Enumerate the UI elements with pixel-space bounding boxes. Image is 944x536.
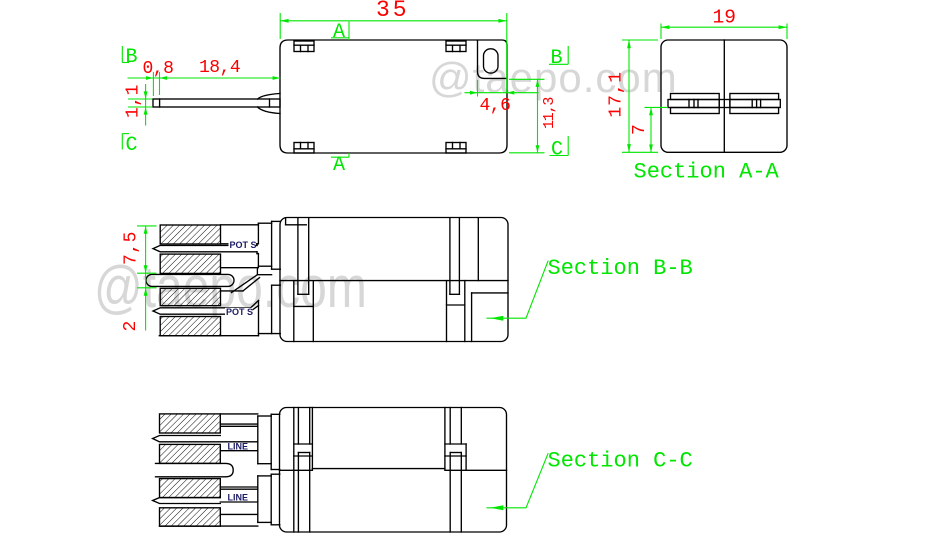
svg-text:1,1: 1,1 — [124, 84, 144, 118]
svg-text:C: C — [126, 134, 138, 157]
svg-text:4,6: 4,6 — [480, 96, 511, 116]
svg-text:LINE: LINE — [228, 492, 249, 502]
svg-text:7,5: 7,5 — [121, 231, 141, 265]
svg-text:POT S: POT S — [226, 307, 253, 317]
svg-text:0,8: 0,8 — [143, 59, 174, 79]
svg-text:B: B — [551, 47, 563, 70]
svg-text:Section A-A: Section A-A — [634, 160, 780, 185]
svg-text:C: C — [551, 139, 563, 162]
svg-text:B: B — [126, 46, 138, 69]
svg-text:18,4: 18,4 — [199, 58, 240, 78]
svg-text:2: 2 — [121, 321, 141, 331]
svg-text:Section C-C: Section C-C — [548, 449, 693, 474]
svg-text:A: A — [333, 154, 345, 177]
svg-text:LINE: LINE — [228, 442, 249, 452]
svg-text:17,1: 17,1 — [607, 71, 627, 117]
svg-text:POT S: POT S — [230, 240, 257, 250]
svg-text:A: A — [333, 21, 345, 44]
svg-text:7: 7 — [630, 125, 650, 135]
svg-text:Section B-B: Section B-B — [548, 256, 693, 281]
svg-text:19: 19 — [713, 7, 736, 29]
svg-text:35: 35 — [376, 0, 410, 23]
svg-text:11,3: 11,3 — [541, 97, 558, 129]
